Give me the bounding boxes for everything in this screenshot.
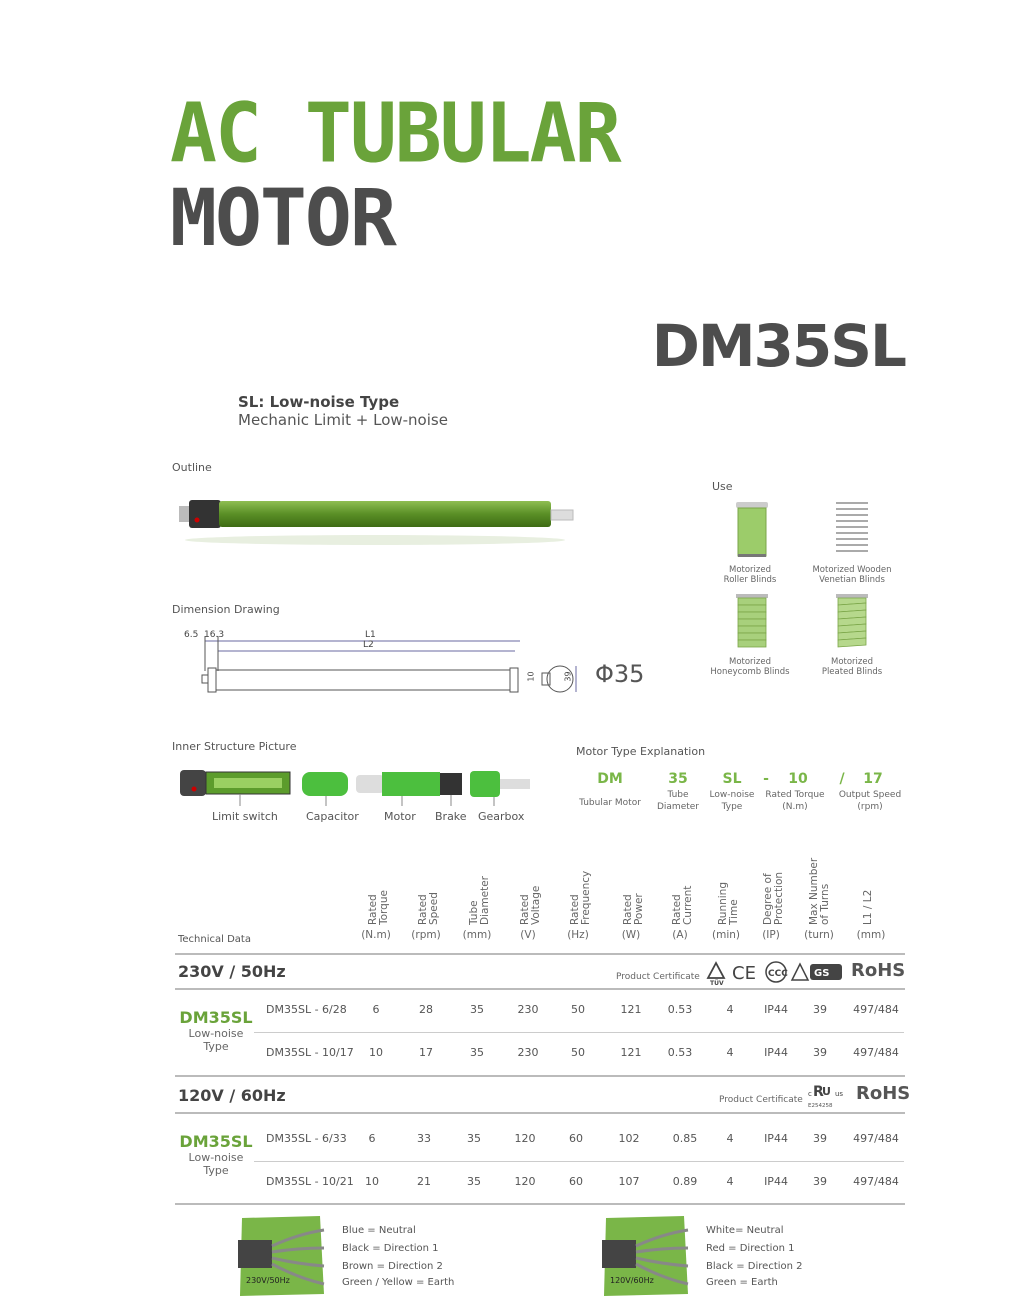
inner-structure-label: Inner Structure Picture xyxy=(172,740,297,753)
table-row: DM35SL - 10/17 10 17 35 230 50 121 0.53 … xyxy=(266,1046,899,1059)
wire-label: Green = Earth xyxy=(706,1277,778,1288)
inner-motor: Motor xyxy=(384,810,416,823)
diameter-label: Φ35 xyxy=(595,660,645,688)
svg-text:CCC: CCC xyxy=(768,969,788,979)
divider xyxy=(175,988,905,990)
group-model-230: DM35SL Low-noise Type xyxy=(179,1008,253,1053)
table-row: DM35SL - 6/33 6 33 35 120 60 102 0.85 4 … xyxy=(266,1132,899,1145)
pleated-blind-icon xyxy=(836,594,868,648)
rohs-120: RoHS xyxy=(856,1083,911,1104)
dimension-drawing xyxy=(201,636,577,693)
honeycomb-blind-icon xyxy=(736,594,768,648)
divider xyxy=(175,1112,905,1114)
inner-brake: Brake xyxy=(435,810,467,823)
dim-l1: L1 xyxy=(365,630,376,640)
dim-6-5: 6.5 xyxy=(184,630,199,640)
inner-capacitor: Capacitor xyxy=(306,810,359,823)
wire-label: White= Neutral xyxy=(706,1225,784,1236)
wiring-diagram-120: 120V/60Hz xyxy=(602,1214,692,1298)
divider xyxy=(254,1032,904,1033)
svg-text:c: c xyxy=(808,1090,812,1098)
table-row: DM35SL - 10/21 10 21 35 120 60 107 0.89 … xyxy=(266,1175,899,1188)
svg-text:TÜV: TÜV xyxy=(710,980,724,986)
wire-label: Red = Direction 1 xyxy=(706,1243,795,1254)
wiring-tag-120: 120V/60Hz xyxy=(610,1276,654,1285)
table-row: DM35SL - 6/28 6 28 35 230 50 121 0.53 4 … xyxy=(266,1003,899,1016)
voltage-120: 120V / 60Hz xyxy=(178,1086,286,1105)
group-model-120: DM35SL Low-noise Type xyxy=(179,1132,253,1177)
wire-label: Blue = Neutral xyxy=(342,1225,416,1236)
technical-data-label: Technical Data xyxy=(178,934,251,945)
type-heading: SL: Low-noise Type xyxy=(238,393,400,411)
dim-16-3: 16.3 xyxy=(204,630,225,640)
dim-10: 10 xyxy=(526,671,536,682)
inner-structure-image xyxy=(180,770,530,806)
roller-blind-icon xyxy=(736,502,768,557)
cert-label-230: Product Certificate xyxy=(616,972,700,982)
cert-label-120: Product Certificate xyxy=(719,1095,803,1105)
wire-label: Green / Yellow = Earth xyxy=(342,1277,455,1288)
wire-label: Brown = Direction 2 xyxy=(342,1261,443,1272)
outline-label: Outline xyxy=(172,461,212,474)
ul-cert-icon: c R U us E254258 xyxy=(808,1084,844,1109)
wiring-tag-230: 230V/50Hz xyxy=(246,1276,290,1285)
page-title-line2: MOTOR xyxy=(170,174,397,264)
outline-motor-image xyxy=(179,500,574,545)
svg-text:R: R xyxy=(813,1084,824,1100)
wire-label: Black = Direction 1 xyxy=(342,1243,439,1254)
voltage-230: 230V / 50Hz xyxy=(178,962,286,981)
venetian-blind-icon xyxy=(836,502,868,552)
inner-limit-switch: Limit switch xyxy=(212,810,278,823)
svg-text:CE: CE xyxy=(732,963,756,984)
svg-text:U: U xyxy=(822,1085,831,1098)
rohs-230: RoHS xyxy=(851,960,906,981)
model-heading: DM35SL xyxy=(651,312,907,380)
inner-gearbox: Gearbox xyxy=(478,810,525,823)
motor-type-label: Motor Type Explanation xyxy=(576,745,706,758)
dim-39: 39 xyxy=(563,671,573,682)
dimension-label: Dimension Drawing xyxy=(172,603,280,616)
divider xyxy=(254,1161,904,1162)
svg-text:us: us xyxy=(835,1090,843,1098)
wiring-diagram-230: 230V/50Hz xyxy=(238,1214,328,1298)
wire-label: Black = Direction 2 xyxy=(706,1261,803,1272)
svg-text:GS: GS xyxy=(814,968,829,979)
page-title-line1: AC TUBULAR xyxy=(170,86,622,182)
cert-icons-230: TÜV CE CCC GS xyxy=(706,960,846,987)
divider xyxy=(175,1203,905,1205)
divider xyxy=(175,953,905,955)
use-label: Use xyxy=(712,480,733,493)
dim-l2: L2 xyxy=(363,640,374,650)
divider xyxy=(175,1075,905,1077)
type-description: Mechanic Limit + Low-noise xyxy=(238,411,448,429)
